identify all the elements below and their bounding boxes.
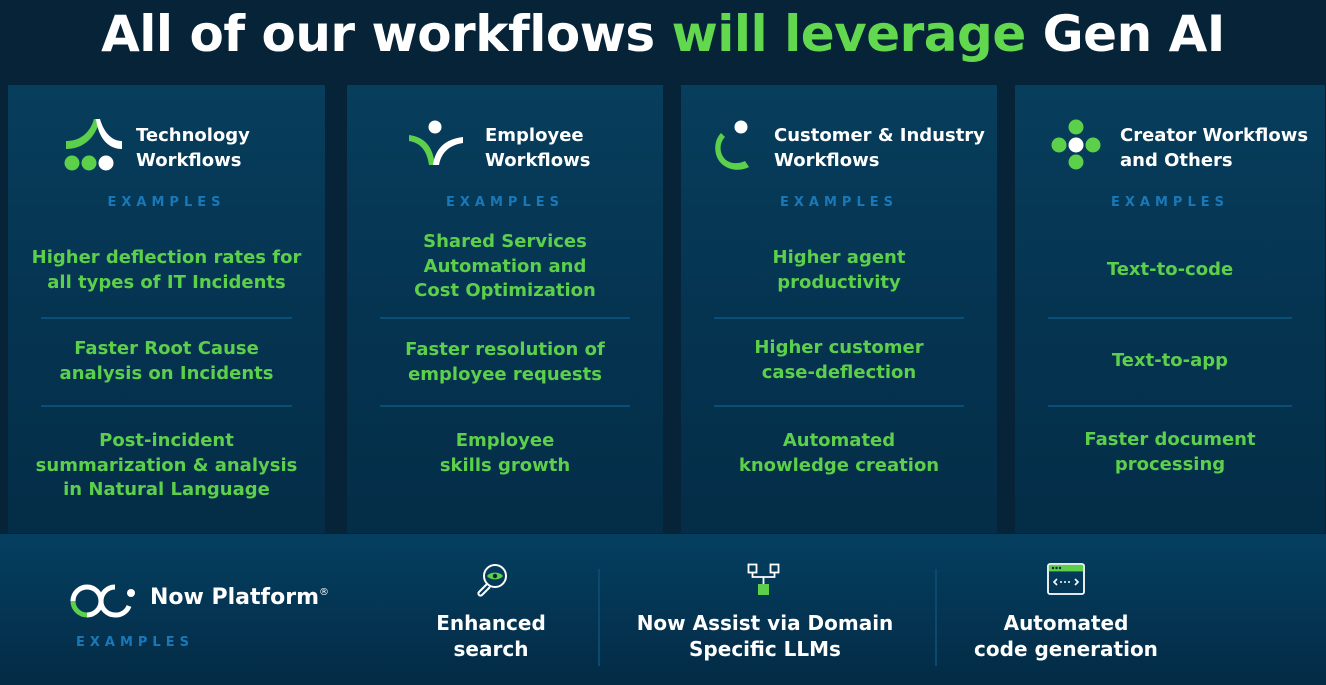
divider (1048, 317, 1292, 319)
enhanced-search-icon (477, 564, 507, 597)
technology-workflows-icon (64, 119, 122, 171)
feature-label: Now Assist via Domain Specific LLMs (636, 611, 894, 661)
now-platform-band: Now Platform® EXAMPLES Enhanced search N… (0, 534, 1326, 685)
title-highlight: will leverage (671, 5, 1027, 63)
examples-label: EXAMPLES (1111, 195, 1229, 210)
customer-industry-workflows-icon (715, 120, 749, 170)
feature-enhanced-search: Enhanced search (420, 562, 562, 662)
examples-label: EXAMPLES (76, 635, 194, 650)
divider (1048, 405, 1292, 407)
code-generation-icon (1047, 563, 1085, 595)
card-header: Technology Workflows (8, 113, 325, 183)
card-creator-workflows: Creator Workflows and Others EXAMPLES Te… (1015, 85, 1325, 533)
example-item: Higher agent productivity (772, 247, 906, 293)
page-title: All of our workflows will leverage Gen A… (0, 0, 1326, 70)
feature-domain-llms: Now Assist via Domain Specific LLMs (620, 562, 910, 662)
divider (935, 569, 937, 666)
card-header: Employee Workflows (347, 113, 663, 183)
card-employee-workflows: Employee Workflows EXAMPLES Shared Servi… (347, 85, 663, 533)
trademark: ® (319, 587, 329, 598)
creator-workflows-icon (1051, 119, 1101, 170)
example-item: Faster document processing (1084, 429, 1256, 475)
divider (41, 317, 292, 319)
example-item: Higher customer case-deflection (754, 337, 924, 383)
feature-code-generation: Automated code generation (960, 562, 1172, 662)
card-title: Customer & Industry Workflows (774, 125, 985, 171)
card-title: Creator Workflows and Others (1120, 125, 1309, 171)
example-item: Employee skills growth (439, 430, 571, 476)
divider (41, 405, 292, 407)
divider (714, 317, 964, 319)
examples-label: EXAMPLES (446, 195, 564, 210)
card-header: Customer & Industry Workflows (681, 113, 997, 183)
example-item: Faster resolution of employee requests (405, 339, 605, 385)
example-item: Post-incident summarization & analysis i… (35, 430, 298, 500)
divider (598, 569, 600, 666)
feature-label: Automated code generation (974, 611, 1158, 661)
divider (380, 405, 630, 407)
domain-llm-icon (747, 563, 780, 595)
feature-label: Enhanced search (436, 611, 546, 661)
now-platform-name: Now Platform® (150, 585, 329, 610)
example-item: Text-to-code (1106, 259, 1234, 280)
example-item: Faster Root Cause analysis on Incidents (59, 338, 274, 384)
divider (714, 405, 964, 407)
example-item: Shared Services Automation and Cost Opti… (414, 231, 596, 301)
card-customer-industry-workflows: Customer & Industry Workflows EXAMPLES H… (681, 85, 997, 533)
employee-workflows-icon (409, 120, 463, 165)
now-platform-logo-icon (70, 584, 135, 618)
example-item: Higher deflection rates for all types of… (31, 247, 302, 293)
card-title: Technology Workflows (136, 125, 250, 171)
examples-label: EXAMPLES (780, 195, 898, 210)
example-item: Automated knowledge creation (738, 430, 940, 476)
examples-label: EXAMPLES (107, 195, 226, 210)
title-prefix: All of our workflows (101, 5, 672, 63)
divider (380, 317, 630, 319)
card-technology-workflows: Technology Workflows EXAMPLES Higher def… (8, 85, 325, 533)
title-suffix: Gen AI (1025, 5, 1226, 63)
example-item: Text-to-app (1111, 350, 1229, 371)
card-title: Employee Workflows (485, 125, 591, 171)
card-header: Creator Workflows and Others (1015, 113, 1325, 183)
